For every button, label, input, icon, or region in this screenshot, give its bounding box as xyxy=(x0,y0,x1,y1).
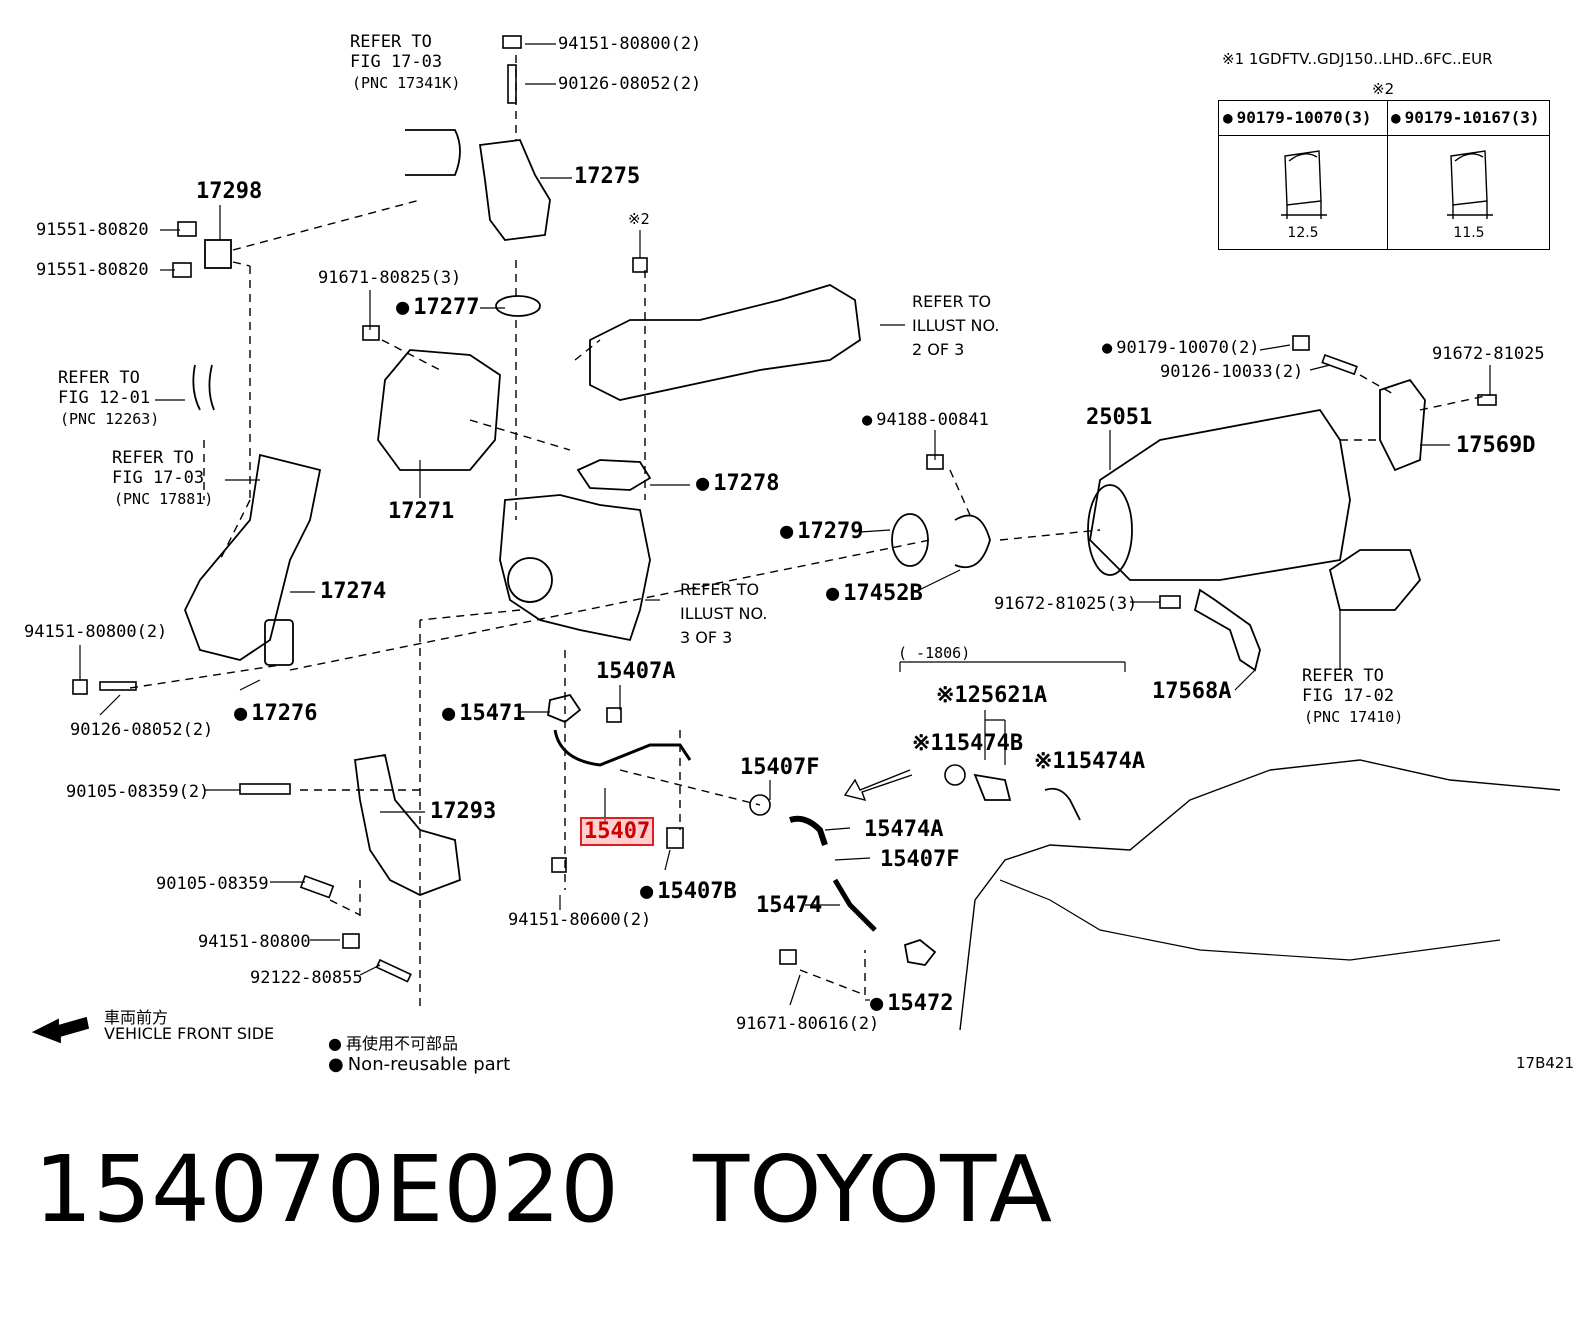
spec-table-header xyxy=(1219,101,1549,136)
ref-fig-17-03-a: REFER TO xyxy=(350,32,432,52)
ref-fig-17-03b-pnc: (PNC 17881) xyxy=(114,490,214,508)
part-90126-08052-top[interactable]: 90126-08052(2) xyxy=(558,74,702,94)
part-91551-80820-b[interactable]: 91551-80820 xyxy=(36,260,149,280)
part-94151-80800-mid[interactable]: 94151-80800 xyxy=(198,932,311,952)
spec-note-2: ※2 xyxy=(1372,80,1395,98)
ref-fig-17-02-pnc: (PNC 17410) xyxy=(1304,708,1404,726)
part-17568a[interactable]: 17568A xyxy=(1152,679,1232,704)
part-91672-81025-3[interactable]: 91672-81025(3) xyxy=(994,594,1138,614)
figure-code: 17B421 xyxy=(1516,1054,1575,1072)
part-17271[interactable]: 17271 xyxy=(388,499,455,524)
legend-front-jp: 車両前方 xyxy=(104,1008,169,1027)
spec-col-1: 90179-10070(3) 12.5 xyxy=(1219,101,1388,249)
part-90126-10033-2[interactable]: 90126-10033(2) xyxy=(1160,362,1304,382)
spec-col-1-part[interactable]: 90179-10070(3) xyxy=(1223,108,1372,127)
spec-table: 90179-10070(3) 12.5 90179-10167(3) 11.5 xyxy=(1218,100,1550,250)
part-91672-81025[interactable]: 91672-81025 xyxy=(1432,344,1545,364)
part-91671-80616-2[interactable]: 91671-80616(2) xyxy=(736,1014,880,1034)
part-17276[interactable]: 17276 xyxy=(234,702,317,726)
ref-illust-2-a: REFER TO xyxy=(912,292,992,311)
ref-fig-17-03b-a: REFER TO xyxy=(112,448,194,468)
note-x2-mark: ※2 xyxy=(628,210,650,228)
spec-col-1-dim: 12.5 xyxy=(1287,225,1319,241)
part-94188-00841[interactable]: 94188-00841 xyxy=(862,410,989,430)
spec-col-2: 90179-10167(3) 11.5 xyxy=(1387,101,1551,249)
spec-note-1: ※1 1GDFTV..GDJ150..LHD..6FC..EUR xyxy=(1222,50,1493,68)
part-15407-label: 15407 xyxy=(580,817,655,846)
part-25051[interactable]: 25051 xyxy=(1086,405,1153,430)
part-15407-highlighted[interactable]: 15407 xyxy=(580,817,655,846)
part-15474[interactable]: 15474 xyxy=(756,893,823,918)
ref-fig-12-01-pnc: (PNC 12263) xyxy=(60,410,160,428)
part-17277[interactable]: 17277 xyxy=(396,296,479,320)
ref-illust-2-c: 2 OF 3 xyxy=(912,340,965,359)
part-90105-08359[interactable]: 90105-08359 xyxy=(156,874,269,894)
part-94151-80800-left[interactable]: 94151-80800(2) xyxy=(24,622,168,642)
part-15472[interactable]: 15472 xyxy=(870,992,953,1016)
part-17293[interactable]: 17293 xyxy=(430,799,497,824)
brand-name: TOYOTA xyxy=(692,1136,1053,1243)
part-15474a-x[interactable]: ※115474A xyxy=(1034,749,1146,774)
part-17278[interactable]: 17278 xyxy=(696,472,779,496)
part-91671-80825-3[interactable]: 91671-80825(3) xyxy=(318,268,462,288)
ref-fig-17-03-b: FIG 17-03 xyxy=(350,52,443,72)
part-15407f-a[interactable]: 15407F xyxy=(740,755,820,780)
nut-icon xyxy=(1447,150,1493,219)
nut-icon xyxy=(1281,150,1327,219)
ref-fig-12-01-a: REFER TO xyxy=(58,368,140,388)
part-92122-80855[interactable]: 92122-80855 xyxy=(250,968,363,988)
part-17275[interactable]: 17275 xyxy=(574,164,641,189)
part-15474b[interactable]: ※115474B xyxy=(912,731,1024,756)
part-17569d[interactable]: 17569D xyxy=(1456,433,1536,458)
range-1806: ( -1806) xyxy=(898,644,971,662)
part-15407a[interactable]: 15407A xyxy=(596,659,676,684)
spec-col-2-dim: 11.5 xyxy=(1453,225,1485,241)
ref-fig-12-01-b: FIG 12-01 xyxy=(58,388,151,408)
ref-illust-2-b: ILLUST NO. xyxy=(912,316,1000,335)
part-90105-08359-2[interactable]: 90105-08359(2) xyxy=(66,782,210,802)
part-15471[interactable]: 15471 xyxy=(442,702,525,726)
part-15407f-b[interactable]: 15407F xyxy=(880,847,960,872)
legend-front-en: VEHICLE FRONT SIDE xyxy=(104,1024,275,1043)
legend-nonreuse-jp: 再使用不可部品 xyxy=(328,1030,458,1054)
part-90126-08052-left[interactable]: 90126-08052(2) xyxy=(70,720,214,740)
part-94151-80600-2[interactable]: 94151-80600(2) xyxy=(508,910,652,930)
part-94151-80800-top[interactable]: 94151-80800(2) xyxy=(558,34,702,54)
ref-illust-3-b: ILLUST NO. xyxy=(680,604,768,623)
footer-title: 154070E020 TOYOTA xyxy=(34,1135,1126,1245)
part-17274[interactable]: 17274 xyxy=(320,579,387,604)
ref-fig-17-03-pnc: (PNC 17341K) xyxy=(352,74,461,92)
ref-illust-3-c: 3 OF 3 xyxy=(680,628,733,647)
part-17279[interactable]: 17279 xyxy=(780,520,863,544)
ref-fig-17-02-a: REFER TO xyxy=(1302,666,1384,686)
part-number: 154070E020 xyxy=(34,1136,619,1243)
spec-col-2-part[interactable]: 90179-10167(3) xyxy=(1391,108,1540,127)
part-17452b[interactable]: 17452B xyxy=(826,582,922,606)
ref-fig-17-03b-b: FIG 17-03 xyxy=(112,468,205,488)
part-91551-80820-a[interactable]: 91551-80820 xyxy=(36,220,149,240)
legend-nonreuse-en: Non-reusable part xyxy=(328,1054,510,1075)
ref-illust-3-a: REFER TO xyxy=(680,580,760,599)
part-17298[interactable]: 17298 xyxy=(196,179,263,204)
ref-fig-17-02-b: FIG 17-02 xyxy=(1302,686,1395,706)
part-25621a[interactable]: ※125621A xyxy=(936,683,1048,708)
part-90179-10070-2[interactable]: 90179-10070(2) xyxy=(1102,338,1259,358)
part-15474a[interactable]: 15474A xyxy=(864,817,944,842)
part-15407b[interactable]: 15407B xyxy=(640,880,736,904)
